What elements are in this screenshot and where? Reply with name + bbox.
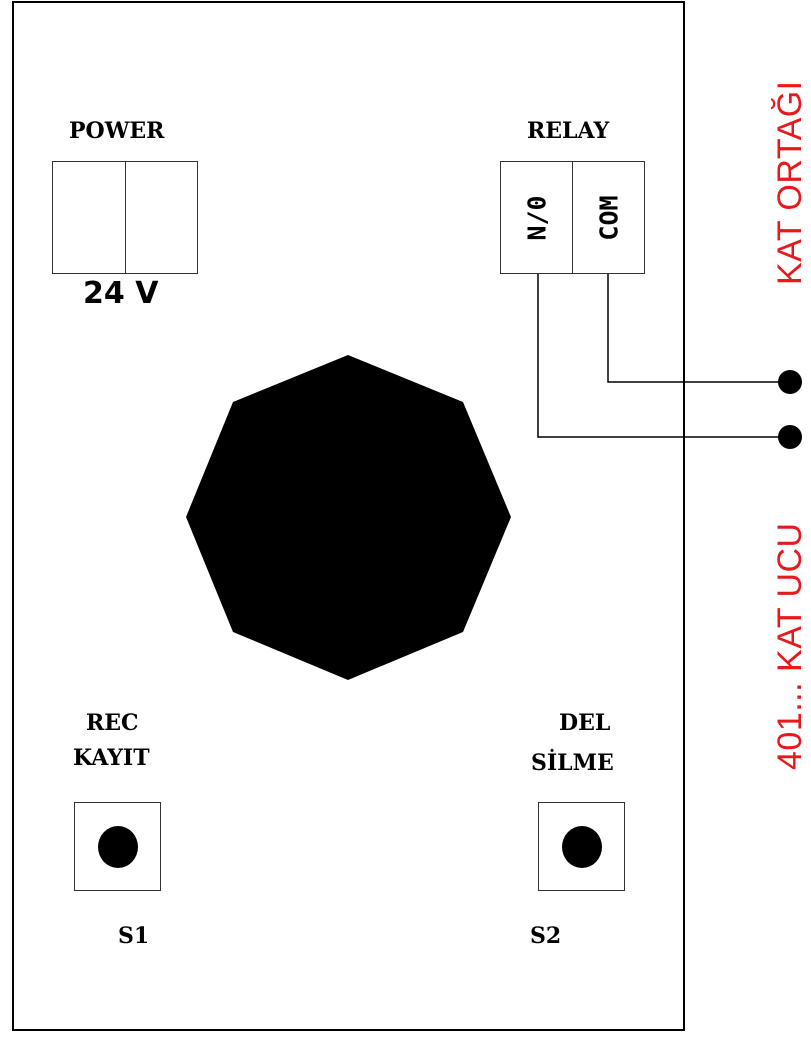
rec-button-dot [97, 825, 138, 868]
speaker-octagon [186, 355, 511, 680]
rec-button[interactable] [74, 802, 161, 891]
s2-label: S2 [530, 923, 562, 949]
power-voltage-label: 24 V [83, 276, 159, 311]
silme-label: SİLME [531, 750, 614, 776]
terminal-dot-no [778, 425, 802, 449]
relay-terminal-block: N/0 COM [500, 161, 645, 274]
power-terminal-block [52, 161, 198, 274]
del-button-dot [561, 825, 602, 868]
s1-label: S1 [118, 923, 150, 949]
kayit-label: KAYIT [73, 745, 150, 771]
del-label: DEL [559, 710, 611, 736]
power-terminal-1 [53, 162, 126, 273]
del-button[interactable] [538, 802, 625, 891]
power-label: POWER [69, 118, 165, 144]
rec-label: REC [86, 710, 139, 736]
wire-no [537, 274, 790, 438]
kat-ortagi-label: KAT ORTAĞI [771, 80, 809, 285]
wire-com [607, 274, 790, 383]
relay-terminal-no: N/0 [501, 162, 573, 273]
kat-ucu-label: 401... KAT UCU [771, 522, 809, 770]
terminal-dot-com [778, 370, 802, 394]
relay-label: RELAY [527, 118, 610, 144]
